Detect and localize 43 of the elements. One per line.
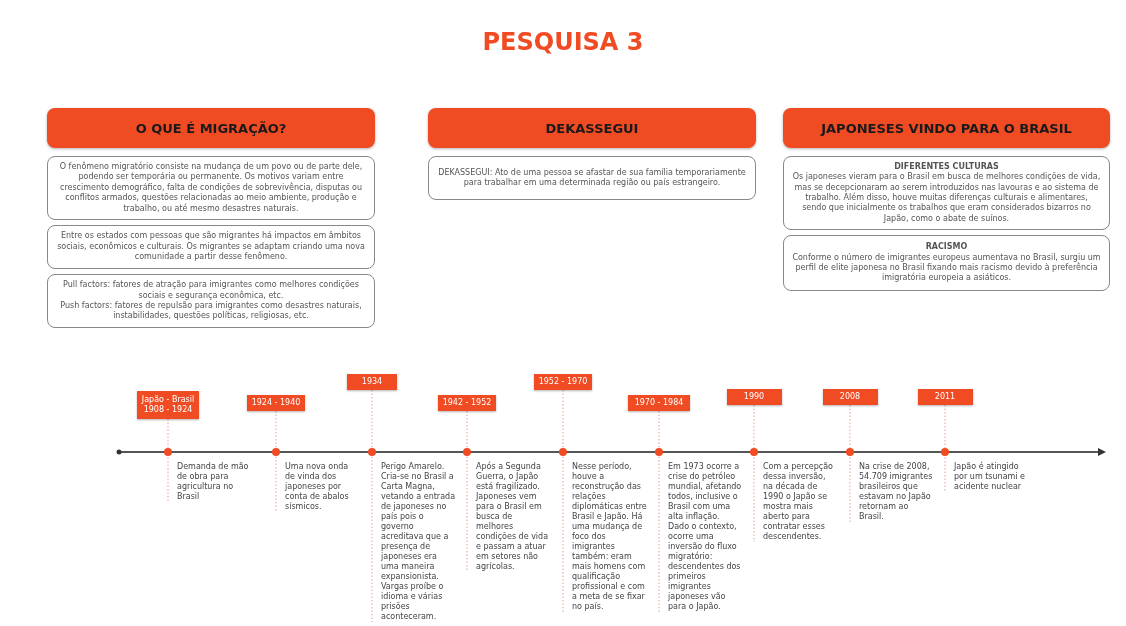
section-header: O QUE É MIGRAÇÃO? <box>47 108 375 148</box>
event-description: Em 1973 ocorre a crise do petróleo mundial, afetando todos, inclusive o Brasil com uma alta inflação. Dado o contexto, ocorre uma inversão do fluxo migratório: descendentes dos primeiros imigrantes japoneses vão para o Japão. <box>659 462 743 612</box>
section-header: JAPONESES VINDO PARA O BRASIL <box>783 108 1110 148</box>
text-card <box>783 156 1110 230</box>
card-heading: RACISMO <box>925 242 968 253</box>
event-description: Na crise de 2008, 54.709 imigrantes brasileiros que estavam no Japão retornam ao Brasil. <box>850 462 934 522</box>
date-tag: 1990 <box>726 389 782 405</box>
dotted-connector <box>562 389 564 613</box>
section-header: DEKASSEGUI <box>428 108 756 148</box>
event-description: Japão é atingido por um tsunami e acidente nuclear <box>945 462 1029 492</box>
date-tag: 1934 <box>347 374 397 390</box>
text-card <box>783 235 1110 291</box>
dotted-connector <box>753 404 755 543</box>
dotted-connector <box>658 410 660 613</box>
title: PESQUISA 3 <box>481 28 645 56</box>
card-text: Conforme o número de imigrantes europeus aumentava no Brasil, surgiu um perfil de elite japonesa no Brasil fixando mais racismo devido à preferência imigratória europeia a asiáticos. <box>792 252 1101 284</box>
event-description: Demanda de mão de obra para agricultura no Brasil <box>168 462 252 502</box>
event-description: Após a Segunda Guerra, o Japão está fragilizado. Japoneses vem para o Brasil em busca de melhores condições de vida e passam a atuar em setores não agrícolas. <box>467 462 551 572</box>
dotted-connector <box>167 418 169 503</box>
text-card <box>47 274 375 328</box>
dotted-connector <box>466 410 468 573</box>
card-text: Os japoneses vieram para o Brasil em busca de melhores condições de vida, mas se decepcionaram ao serem introduzidos nas lavouras e ao sistema de trabalho. Além disso, houve muitas diferenças culturais e alimentares, sendo que inicialmente os trabalhos que eram considerados bizarros no Japão, como o abate de suínos. <box>792 172 1101 225</box>
text-card: Entre os estados com pessoas que são migrantes há impactos em âmbitos sociais, econômicos e culturais. Os migrantes se adaptam criando uma nova comunidade a partir desse fenômeno. <box>47 225 375 269</box>
date-tag: 2008 <box>822 389 878 405</box>
text-card: O fenômeno migratório consiste na mudança de um povo ou de parte dele, podendo ser temporária ou permanente. Os motivos variam entre crescimento demográfico, falta de condições de sobrevivência, disputas ou conflitos armados, questões relacionadas ao meio ambiente, produção e trabalho, ou até mesmo desastres naturais. <box>47 156 375 220</box>
dotted-connector <box>944 404 946 493</box>
date-tag: 1942 - 1952 <box>438 395 496 411</box>
date-tag: 1924 - 1940 <box>247 395 305 411</box>
card-heading: DIFERENTES CULTURAS <box>894 161 999 172</box>
date-tag: 1952 - 1970 <box>534 374 592 390</box>
event-description: Uma nova onda de vinda dos japoneses por conta de abalos sísmicos. <box>276 462 360 512</box>
card-text: Push factors: fatores de repulsão para imigrantes como desastres naturais, instabilidades, questões políticas, religiosas, etc. <box>59 301 363 322</box>
event-description: Perigo Amarelo. Cria-se no Brasil a Carta Magna, vetando a entrada de japoneses no país pois o governo acreditava que a presença de japoneses era uma maneira expansionista. Vargas proíbe o idioma e várias prisões aconteceram. <box>372 462 456 622</box>
date-tag: Japão - Brasil 1908 - 1924 <box>137 391 199 419</box>
text-card: DEKASSEGUI: Ato de uma pessoa se afastar de sua família temporariamente para trabalhar em uma determinada região ou país estrangeiro. <box>428 156 756 200</box>
dotted-connector <box>849 404 851 523</box>
event-description: Com a percepção dessa inversão, na década de 1990 o Japão se mostra mais aberto para contratar esses descendentes. <box>754 462 838 542</box>
event-description: Nesse período, houve a reconstrução das relações diplomáticas entre Brasil e Japão. Há uma mudança de foco dos imigrantes também: eram mais homens com qualificação profissional e com a meta de se fixar no país. <box>563 462 647 612</box>
date-tag: 2011 <box>917 389 973 405</box>
date-tag: 1970 - 1984 <box>628 395 690 411</box>
dotted-connector <box>371 389 373 623</box>
dotted-connector <box>275 410 277 513</box>
card-text: Pull factors: fatores de atração para imigrantes como melhores condições sociais e segurança econômica, etc. <box>62 280 360 301</box>
